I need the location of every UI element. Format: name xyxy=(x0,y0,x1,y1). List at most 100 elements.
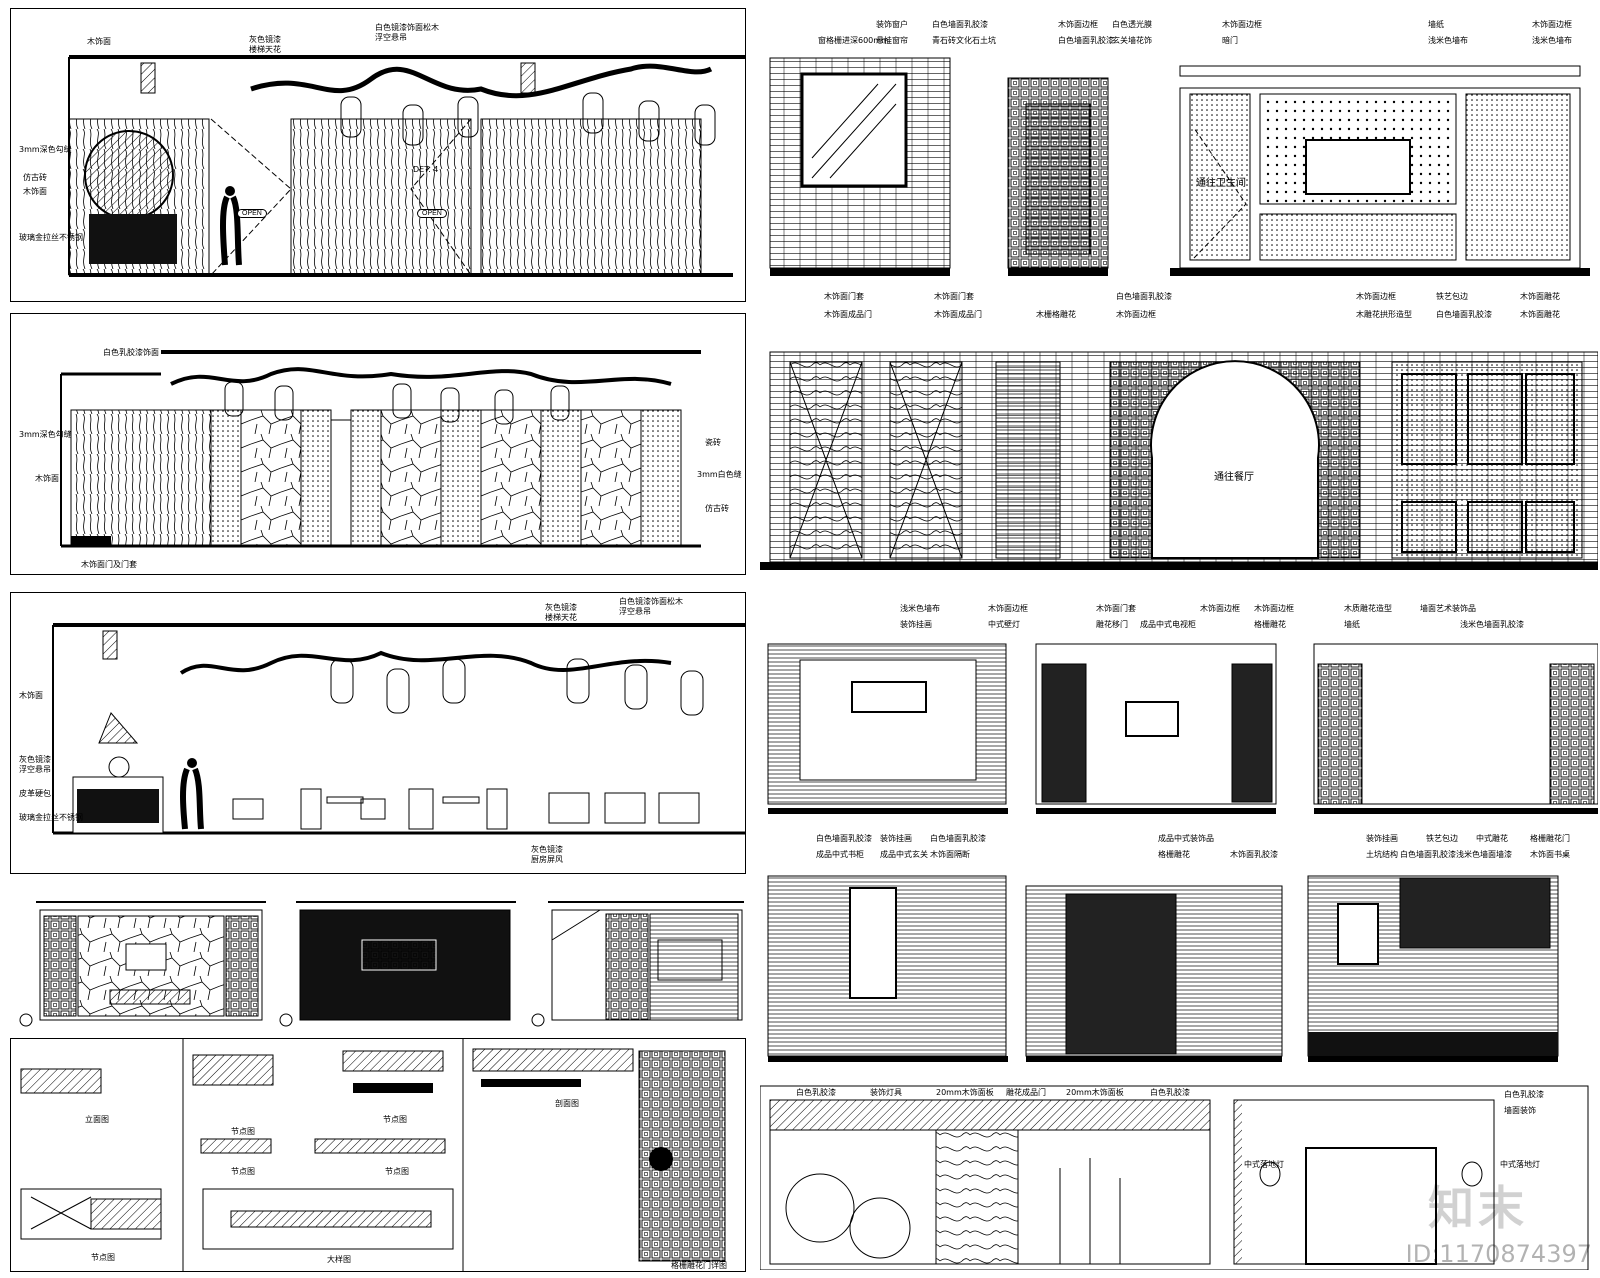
panel-d-label-12: 木饰面雕花 xyxy=(1520,292,1560,301)
panel-k-label-2: 装饰灯具 xyxy=(870,1088,902,1097)
panel-h-label-3: 白色墙面乳胶漆 xyxy=(930,834,986,843)
panel-d-label-2: 木饰面成品门 xyxy=(824,310,872,319)
elevation-3-drawing xyxy=(52,623,745,835)
panel-k-label-6: 白色乳胶漆 xyxy=(1150,1088,1190,1097)
elev3-label-grey-paint: 灰色镜漆 xyxy=(545,603,577,612)
panel-j-label-2: 铁艺包边 xyxy=(1426,834,1458,843)
panel-j-label-7: 浅米色墙面墙漆 xyxy=(1456,850,1512,859)
panel-d-label-1: 木饰面门套 xyxy=(824,292,864,301)
elev3-label-leather: 皮革硬包 xyxy=(19,789,51,798)
panel-d-room-label: 通往餐厅 xyxy=(1214,472,1254,483)
panel-d-label-7: 木饰面边框 xyxy=(1116,310,1156,319)
watermark-id: ID:1170874397 xyxy=(1405,1240,1592,1268)
elev3-label-grey-paint-2: 灰色镜漆 xyxy=(19,755,51,764)
panel-l-label-1: 白色乳胶漆 xyxy=(1504,1090,1544,1099)
small-elevations-drawing xyxy=(19,901,744,1027)
detail-title-9: 格栅雕花门详图 xyxy=(671,1261,727,1270)
detail-title-1: 立面图 xyxy=(85,1115,109,1124)
watermark-logo: 知末 xyxy=(1428,1181,1528,1235)
panel-k-label-1: 白色乳胶漆 xyxy=(796,1088,836,1097)
elev1-label-stair-ceiling: 楼梯天花 xyxy=(249,45,281,54)
elev2-label-door: 木饰面门及门套 xyxy=(81,560,137,569)
panel-e-label-1: 浅米色墙布 xyxy=(900,604,940,613)
panel-h-label-6: 木饰面隔断 xyxy=(930,850,970,859)
panel-b-label-2: 白色墙面乳胶漆 xyxy=(1058,36,1114,45)
elev1-label-wood-2: 木饰面 xyxy=(23,187,47,196)
elev1-label-detail: DET. 4 xyxy=(413,165,439,174)
panel-d-label-11: 白色墙面乳胶漆 xyxy=(1436,310,1492,319)
panel-f-label-5: 格栅雕花 xyxy=(1254,620,1286,629)
panel-j-label-4: 格栅雕花门 xyxy=(1530,834,1570,843)
panel-b-label-4: 玄关墙花饰 xyxy=(1112,36,1152,45)
elev1-open-sign-2: OPEN xyxy=(417,209,447,218)
elev2-label-white-paint: 白色乳胶漆饰面 xyxy=(103,348,159,357)
detail-title-2: 节点图 xyxy=(91,1253,115,1262)
panel-d-label-4: 木饰面成品门 xyxy=(934,310,982,319)
panel-l-label-4: 墙面装饰 xyxy=(1504,1106,1536,1115)
detail-title-8: 剖面图 xyxy=(555,1099,579,1108)
elev1-label-grey-paint: 灰色镜漆 xyxy=(249,35,281,44)
panel-j-label-8: 木饰面书桌 xyxy=(1530,850,1570,859)
panel-j-label-1: 装饰挂画 xyxy=(1366,834,1398,843)
elev2-label-white-joint: 3mm白色缝 xyxy=(697,470,742,479)
panel-h-label-5: 成品中式玄关 xyxy=(880,850,928,859)
panel-c-label-4: 浅米色墙布 xyxy=(1428,36,1468,45)
panel-j-label-3: 中式雕花 xyxy=(1476,834,1508,843)
elev2-label-ceramic: 瓷砖 xyxy=(705,438,721,447)
elev1-label-wood: 木饰面 xyxy=(87,37,111,46)
panel-e-label-3: 木饰面边框 xyxy=(988,604,1028,613)
panel-a-label-2: 白色墙面乳胶漆 xyxy=(932,20,988,29)
panel-h-label-1: 白色墙面乳胶漆 xyxy=(816,834,872,843)
elev3-label-floating: 浮空悬吊 xyxy=(619,607,651,616)
small-elevations-panel xyxy=(10,880,744,1030)
panel-c-label-6: 浅米色墙布 xyxy=(1532,36,1572,45)
elev2-label-joint: 3mm深色勾缝 xyxy=(19,430,72,439)
panel-g-label-3: 浅米色墙面乳胶漆 xyxy=(1460,620,1524,629)
panel-b-label-1: 木饰面边框 xyxy=(1058,20,1098,29)
elev1-label-tile: 仿古砖 xyxy=(23,173,47,182)
elev1-label-glass-steel: 玻璃金拉丝不锈钢 xyxy=(19,233,83,242)
detail-title-3: 节点图 xyxy=(231,1127,255,1136)
panel-c-label-1: 木饰面边框 xyxy=(1222,20,1262,29)
panel-g-label-4: 墙纸 xyxy=(1344,620,1360,629)
panel-e-label-4: 中式壁灯 xyxy=(988,620,1020,629)
panel-a-label-1: 装饰窗户 xyxy=(876,20,908,29)
panel-k-label-3: 20mm木饰面板 xyxy=(936,1088,994,1097)
panel-d-label-8: 木饰面边框 xyxy=(1356,292,1396,301)
right-elevations-panel: 装饰窗户 白色墙面乳胶漆 青石砖文化石土坑 窗格栅进深600mm 悬挂窗帘 木饰… xyxy=(760,8,1598,1270)
detail-title-5: 节点图 xyxy=(231,1167,255,1176)
panel-a-label-5: 悬挂窗帘 xyxy=(876,36,908,45)
elevation-1-panel: 木饰面 灰色镜漆 楼梯天花 白色镜漆饰面松木 浮空悬吊 3mm深色勾缝 仿古砖 … xyxy=(10,8,746,302)
panel-l-label-3: 中式落地灯 xyxy=(1500,1160,1540,1169)
panel-f-label-4: 木饰面边框 xyxy=(1254,604,1294,613)
elevation-2-drawing xyxy=(60,350,701,548)
panel-e-label-2: 装饰挂画 xyxy=(900,620,932,629)
elev2-label-tile: 仿古砖 xyxy=(705,504,729,513)
panel-d-label-9: 木雕花拱形造型 xyxy=(1356,310,1412,319)
panel-i-label-2: 格栅雕花 xyxy=(1158,850,1190,859)
detail-title-7: 大样图 xyxy=(327,1255,351,1264)
panel-c-label-5: 木饰面边框 xyxy=(1532,20,1572,29)
detail-title-4: 节点图 xyxy=(383,1115,407,1124)
panel-i-label-1: 成品中式装饰品 xyxy=(1158,834,1214,843)
panel-d-label-13: 木饰面雕花 xyxy=(1520,310,1560,319)
right-elevations-drawing xyxy=(760,57,1598,1270)
panel-d-label-3: 木饰面门套 xyxy=(934,292,974,301)
panel-a-label-4: 窗格栅进深600mm xyxy=(818,36,889,45)
panel-h-label-2: 装饰挂画 xyxy=(880,834,912,843)
panel-g-label-1: 木质雕花造型 xyxy=(1344,604,1392,613)
elevation-2-panel: 白色乳胶漆饰面 3mm深色勾缝 木饰面 木饰面门及门套 瓷砖 3mm白色缝 仿古… xyxy=(10,313,746,575)
elev1-open-sign-1: OPEN xyxy=(237,209,267,218)
elev3-label-floating-2: 浮空悬吊 xyxy=(19,765,51,774)
panel-c-label-2: 暗门 xyxy=(1222,36,1238,45)
panel-k-label-4: 雕花成品门 xyxy=(1006,1088,1046,1097)
panel-c-label-3: 墙纸 xyxy=(1428,20,1444,29)
elev1-label-floating: 浮空悬吊 xyxy=(375,33,407,42)
panel-l-label-2: 中式落地灯 xyxy=(1244,1160,1284,1169)
panel-j-label-6: 白色墙面乳胶漆 xyxy=(1400,850,1456,859)
panel-i-label-3: 木饰面乳胶漆 xyxy=(1230,850,1278,859)
panel-d-label-10: 铁艺包边 xyxy=(1436,292,1468,301)
elevation-3-panel: 灰色镜漆 楼梯天花 白色镜漆饰面松木 浮空悬吊 木饰面 灰色镜漆 浮空悬吊 皮革… xyxy=(10,592,746,874)
panel-b-label-3: 白色透光膜 xyxy=(1112,20,1152,29)
elev1-label-joint: 3mm深色勾缝 xyxy=(19,145,72,154)
